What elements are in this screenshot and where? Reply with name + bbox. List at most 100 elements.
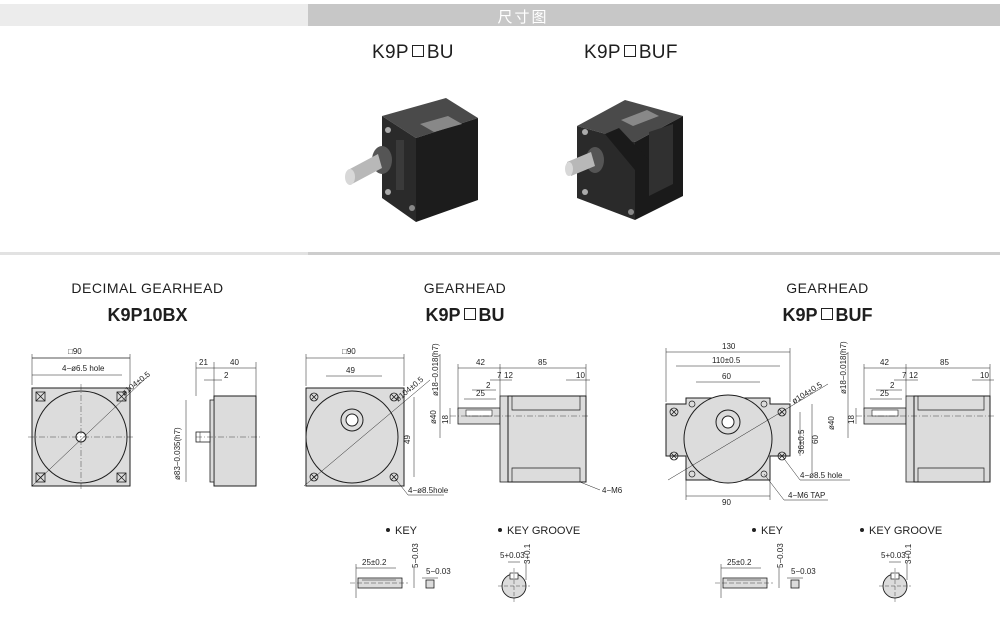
key-detail-bu: 25±0.2 5−0.03 5−0.03 (350, 543, 451, 598)
key-detail-buf: 25±0.2 5−0.03 5−0.03 (715, 543, 816, 598)
bx-dim-pcd: ø104±0.5 (120, 369, 153, 397)
key-details-bu: 25±0.2 5−0.03 5−0.03 5+0.03 3+0.1 (350, 543, 532, 604)
photo-caption-buf-suffix: BUF (638, 42, 678, 63)
groove-w-bu: 5+0.03 (500, 551, 525, 560)
buf-side-view: ø18−0.018(h7) 42 85 7 12 2 25 10 18 ø40 (827, 341, 995, 483)
buf-dim-130: 130 (722, 342, 736, 351)
bu-front-view: □90 49 ø104±0.5 49 4−ø8.5hole (303, 347, 449, 496)
section-separator-left (0, 252, 308, 255)
label-key-buf-text: KEY (761, 525, 784, 537)
label-key-groove-bu-text: KEY GROOVE (507, 525, 581, 537)
banner-left-band (0, 4, 308, 26)
model-k9p-buf-prefix: K9P (782, 305, 818, 325)
buf-dim-60a: 60 (722, 372, 731, 381)
drawing-k9p-buf: 130 110±0.5 60 ø104±0.5 36±0.5 60 4−ø8.5… (665, 341, 995, 507)
buf-dim-85: 85 (940, 358, 949, 367)
model-k9p-bu-prefix: K9P (425, 305, 461, 325)
key-h-bu: 5−0.03 (411, 543, 420, 568)
bx-dim-hole: 4−ø6.5 hole (62, 364, 105, 373)
model-k9p-bu-suffix: BU (478, 305, 505, 325)
heading-gearhead-buf: GEARHEAD (786, 280, 869, 296)
bu-dim-2: 2 (486, 381, 491, 390)
bu-dim-10: 10 (576, 371, 585, 380)
bx-dim-40: 40 (230, 358, 239, 367)
photo-caption-buf-prefix: K9P (584, 42, 621, 63)
model-k9p-buf: K9P BUF (740, 305, 915, 326)
heading-gearhead-bu: GEARHEAD (423, 280, 507, 296)
buf-dim-90: 90 (722, 498, 731, 507)
buf-dim-shaft: ø18−0.018(h7) (839, 341, 848, 394)
bu-dim-49b: 49 (403, 435, 412, 444)
label-key-bu-text: KEY (395, 525, 418, 537)
buf-dim-40: ø40 (827, 416, 836, 430)
box-icon (463, 308, 476, 320)
key-len-bu: 25±0.2 (362, 558, 387, 567)
bu-dim-18: 18 (441, 415, 450, 424)
buf-front-view: 130 110±0.5 60 ø104±0.5 36±0.5 60 4−ø8.5… (665, 342, 850, 507)
bu-dim-49a: 49 (346, 366, 355, 375)
buf-dim-tap: 4−M6 TAP (788, 491, 825, 500)
box-icon (623, 45, 636, 57)
bx-dim-square: □90 (68, 347, 82, 356)
section-separator-right (308, 252, 1000, 255)
key-w-bu: 5−0.03 (426, 567, 451, 576)
bu-dim-42: 42 (476, 358, 485, 367)
photo-caption-buf: K9P BUF (584, 42, 678, 64)
label-key-groove-buf-text: KEY GROOVE (869, 525, 943, 537)
box-icon (411, 45, 424, 57)
dot-icon (752, 528, 756, 532)
groove-d-bu: 3+0.1 (523, 543, 532, 564)
dot-icon (498, 528, 502, 532)
photo-caption-bu: K9P BU (372, 42, 454, 64)
bx-side-view: 21 40 2 ø83−0.035(h7) (173, 358, 262, 487)
bu-dim-25: 25 (476, 389, 485, 398)
drawing-k9p10bx: □90 4−ø6.5 hole ø104±0.5 21 40 2 ø83−0. (28, 347, 262, 490)
key-groove-detail-bu: 5+0.03 3+0.1 (498, 543, 532, 604)
buf-dim-25: 25 (880, 389, 889, 398)
heading-decimal-gearhead: DECIMAL GEARHEAD (71, 280, 224, 296)
gearhead-buf-photo (565, 100, 683, 220)
box-icon (820, 308, 833, 320)
photo-caption-bu-prefix: K9P (372, 42, 409, 63)
header-banner: 尺寸图 (0, 4, 1000, 26)
label-key-buf: KEY (752, 525, 783, 537)
buf-dim-36: 36±0.5 (797, 429, 806, 454)
key-groove-detail-buf: 5+0.03 3+0.1 (879, 543, 913, 604)
model-k9p-bu: K9P BU (380, 305, 550, 326)
banner-title: 尺寸图 (497, 8, 549, 26)
banner-right-band (308, 4, 1000, 26)
bx-dim-2: 2 (224, 371, 229, 380)
photo-caption-bu-suffix: BU (426, 42, 454, 63)
buf-dim-pcd: ø104±0.5 (790, 380, 824, 406)
buf-dim-2: 2 (890, 381, 895, 390)
buf-dim-110: 110±0.5 (712, 356, 741, 365)
buf-dim-10: 10 (980, 371, 989, 380)
gearhead-bu-photo (345, 98, 478, 222)
bu-dim-shaft: ø18−0.018(h7) (431, 343, 440, 396)
bx-dim-21: 21 (199, 358, 208, 367)
section-separator (0, 252, 1000, 255)
bu-dim-7: 7 (497, 371, 502, 380)
model-k9p-buf-suffix: BUF (835, 305, 873, 325)
model-k9p10bx: K9P10BX (107, 305, 188, 325)
buf-dim-12: 12 (909, 371, 918, 380)
label-key-groove-buf: KEY GROOVE (860, 525, 942, 537)
key-details-buf: 25±0.2 5−0.03 5−0.03 5+0.03 3+0.1 (715, 543, 913, 604)
bx-front-view: □90 4−ø6.5 hole ø104±0.5 (28, 347, 152, 490)
dot-icon (386, 528, 390, 532)
bu-dim-85: 85 (538, 358, 547, 367)
key-len-buf: 25±0.2 (727, 558, 752, 567)
bu-dim-hole: 4−ø8.5hole (408, 486, 449, 495)
drawing-k9p-bu: □90 49 ø104±0.5 49 4−ø8.5hole ø18−0.018(… (303, 343, 623, 496)
key-h-buf: 5−0.03 (776, 543, 785, 568)
buf-dim-hole: 4−ø8.5 hole (800, 471, 843, 480)
buf-dim-18: 18 (847, 415, 856, 424)
bu-dim-square: □90 (342, 347, 356, 356)
key-w-buf: 5−0.03 (791, 567, 816, 576)
groove-w-buf: 5+0.03 (881, 551, 906, 560)
label-key-groove-bu: KEY GROOVE (498, 525, 580, 537)
bu-dim-40: ø40 (429, 410, 438, 424)
label-key-bu: KEY (386, 525, 417, 537)
bu-dim-tap: 4−M6 (602, 486, 623, 495)
buf-dim-7: 7 (902, 371, 907, 380)
